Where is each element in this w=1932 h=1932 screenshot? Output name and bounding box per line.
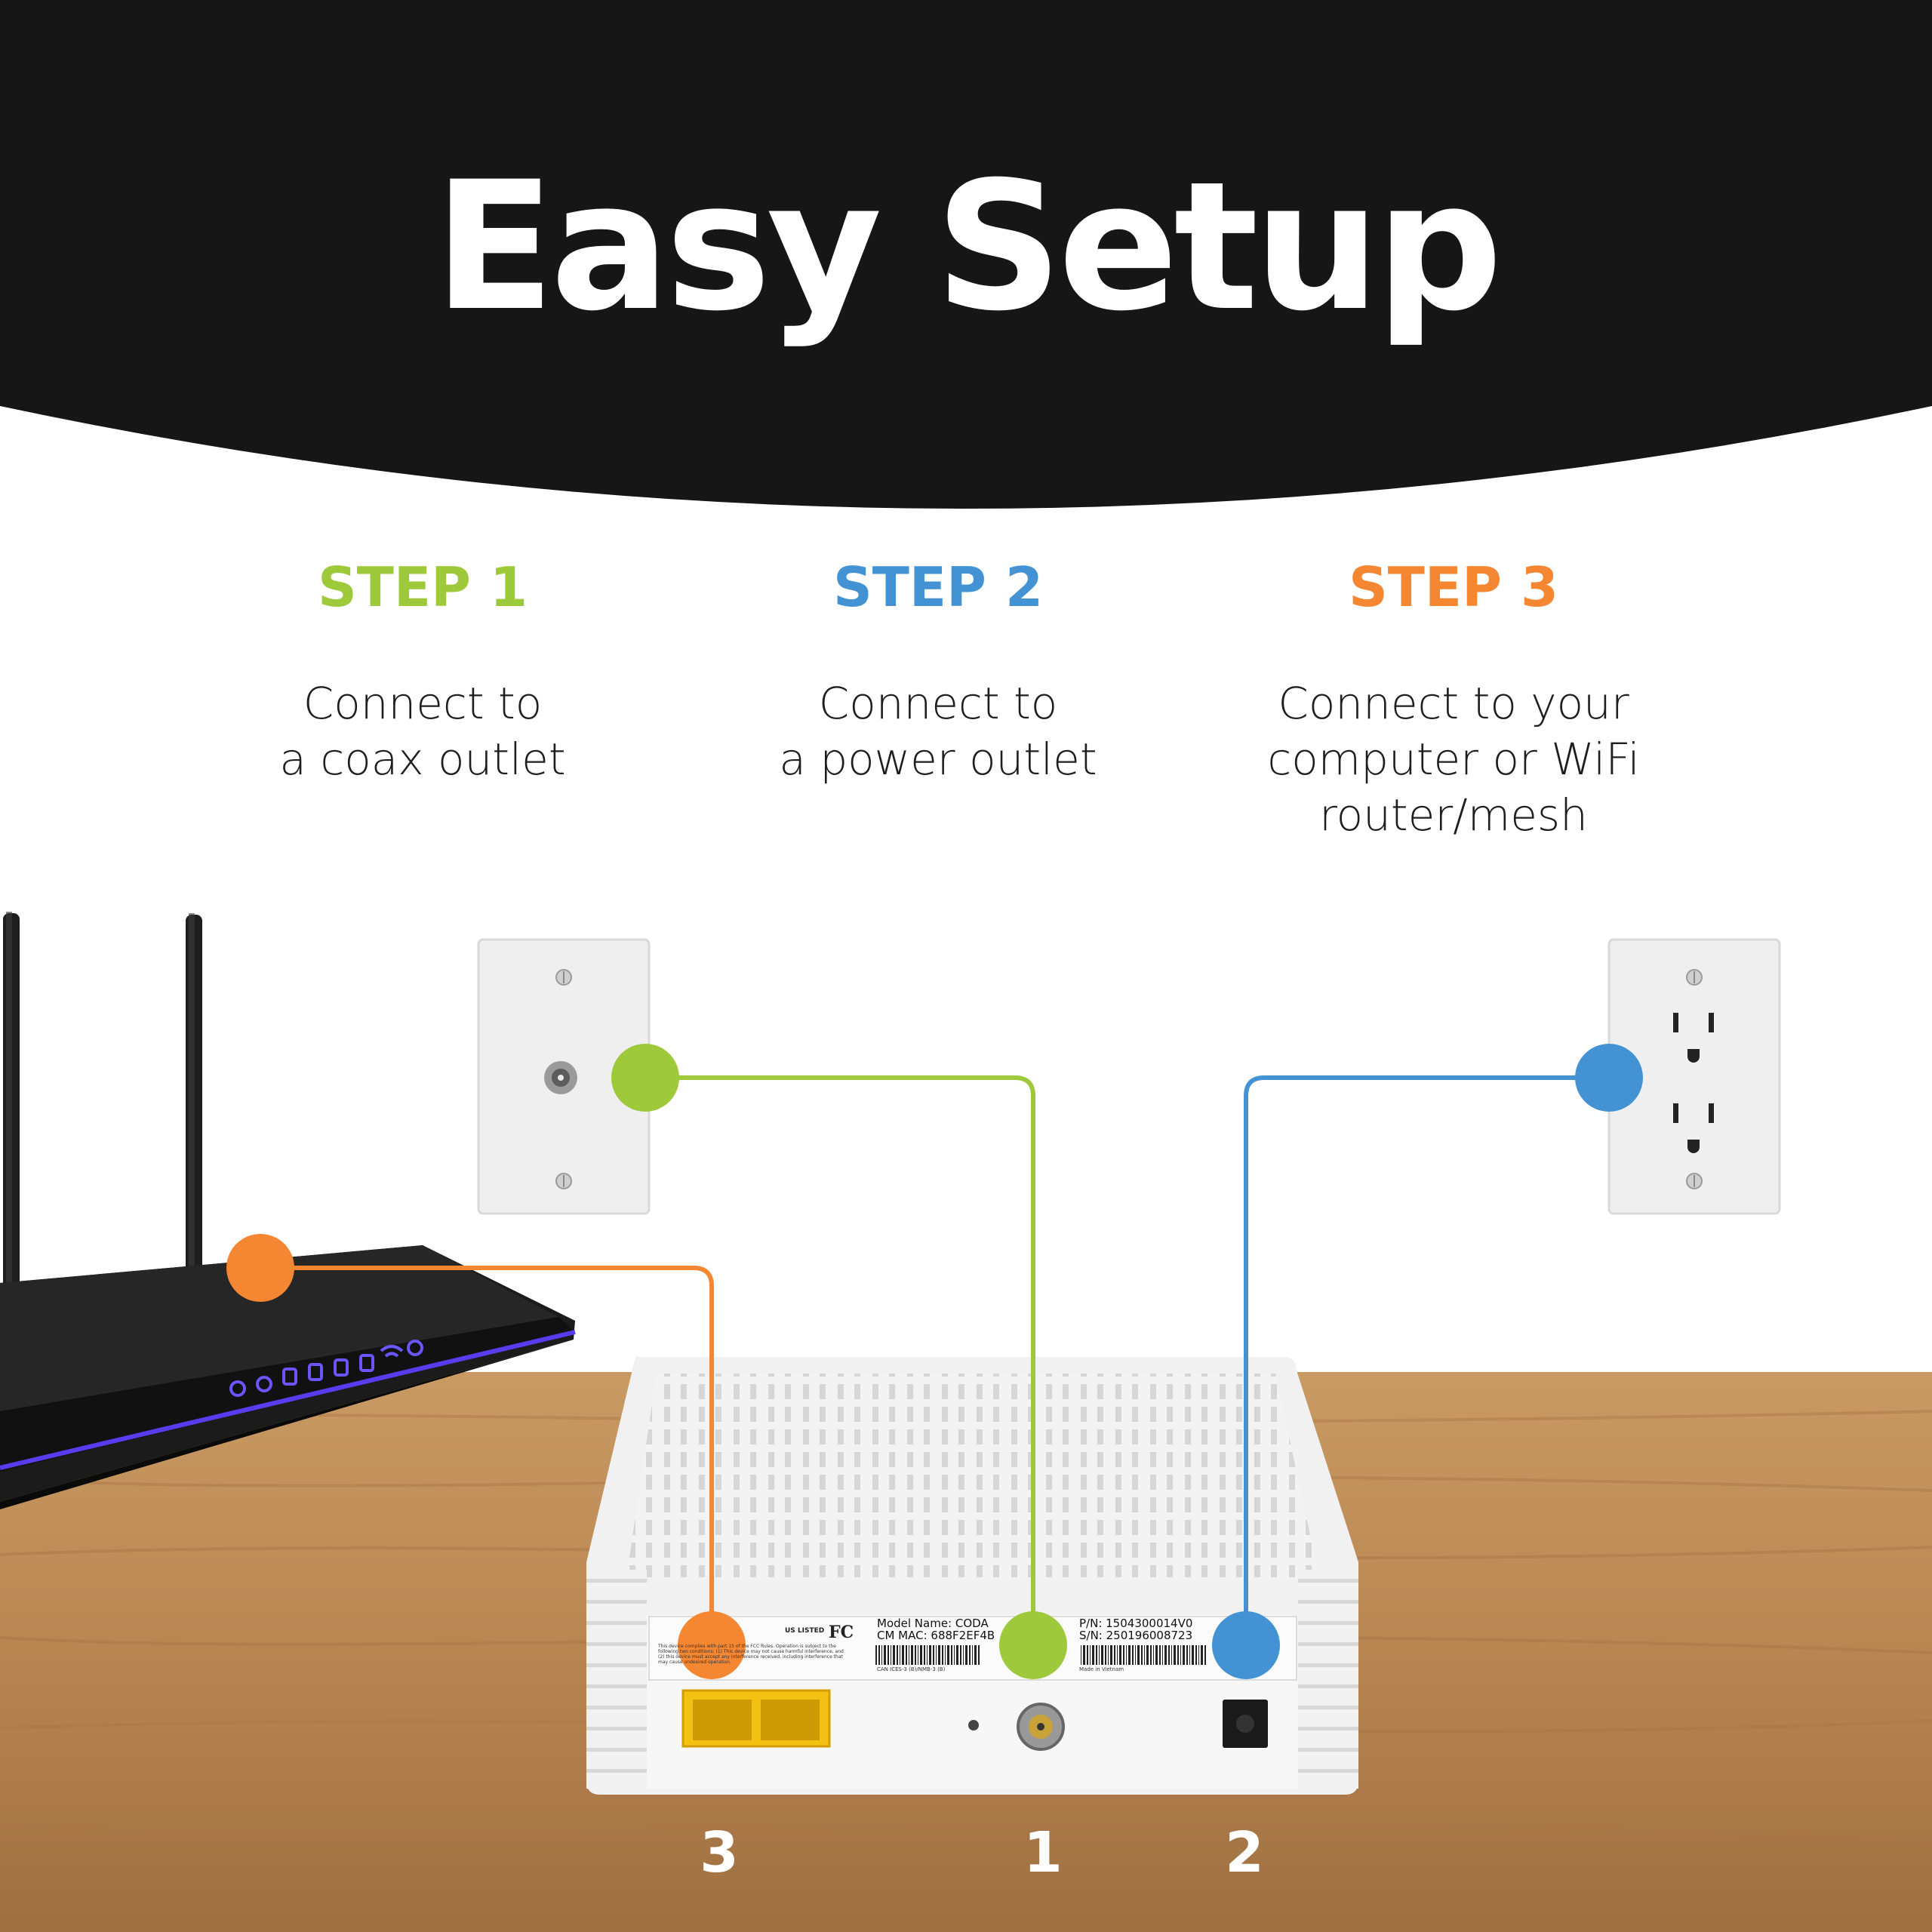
modem-label-ul: US LISTED	[785, 1627, 825, 1635]
step2-modem-dot	[1212, 1611, 1280, 1679]
modem-label-model-name: Model Name: CODA	[877, 1617, 989, 1630]
modem-label-made-in: Made in Vietnam	[1079, 1666, 1124, 1672]
modem-label-part-number: P/N: 1504300014V0	[1079, 1617, 1193, 1630]
power-outlet-icon	[1607, 938, 1781, 1215]
step1-coax-dot	[611, 1044, 679, 1112]
step2-outlet-dot	[1575, 1044, 1643, 1112]
modem-label-fcc-notice: This device complies with part 15 of the…	[658, 1644, 844, 1665]
header-banner	[0, 0, 1932, 509]
step3-cable-line	[260, 1266, 714, 1645]
port-number-power: 2	[1225, 1820, 1264, 1885]
port-number-coax: 1	[1023, 1820, 1063, 1885]
step1-heading: STEP 1	[317, 555, 528, 619]
step2-heading: STEP 2	[832, 555, 1044, 619]
step3-router-dot	[226, 1234, 294, 1302]
step3-heading: STEP 3	[1348, 555, 1559, 619]
modem-label-cm-mac: CM MAC: 688F2EF4B	[877, 1629, 995, 1642]
coax-wall-plate-icon	[477, 938, 651, 1215]
modem-label-can-ices: CAN ICES-3 (B)/NMB-3 (B)	[877, 1666, 946, 1672]
port-number-ethernet: 3	[700, 1820, 739, 1885]
modem-label-serial-number: S/N: 250196008723	[1079, 1629, 1193, 1642]
step3-description: Connect to your computer or WiFi router/…	[1267, 678, 1640, 841]
step1-cable-line	[645, 1075, 1035, 1645]
step1-description: Connect to a coax outlet	[279, 678, 566, 785]
wifi-router-icon	[0, 912, 576, 1509]
step2-cable-line	[1244, 1075, 1609, 1645]
modem-label-fcc: FC	[829, 1623, 854, 1642]
step2-description: Connect to a power outlet	[779, 678, 1097, 785]
step1-modem-dot	[999, 1611, 1067, 1679]
page-title: Easy Setup	[433, 144, 1503, 350]
step3-modem-dot	[678, 1611, 746, 1679]
cable-modem-icon	[586, 1357, 1358, 1795]
